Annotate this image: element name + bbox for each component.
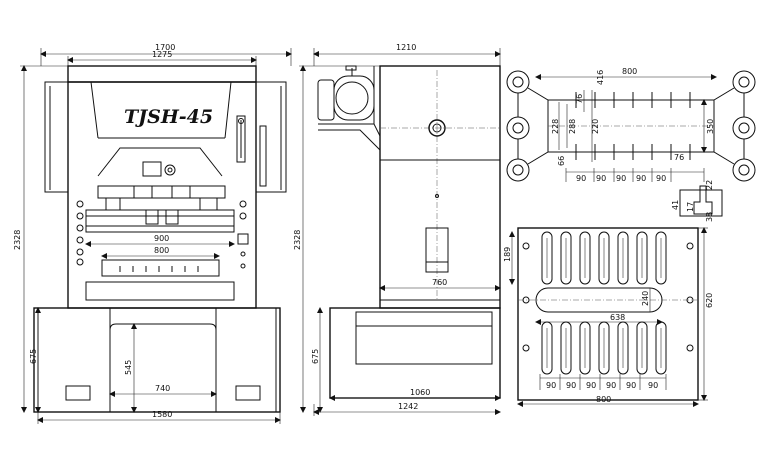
left-control-buttons [76, 200, 84, 266]
slide-pitch-2: 90 [596, 174, 606, 183]
slide-pitch-4: 90 [636, 174, 646, 183]
slide-plan-dim-288: 288 [568, 119, 577, 134]
front-base-width: 1580 [152, 410, 172, 419]
bolster-plan-view: 189 240 638 620 90 90 90 90 90 90 800 [503, 227, 714, 407]
bolster-pitch-6: 90 [648, 381, 658, 390]
slide-plan-dim-416: 416 [596, 70, 605, 85]
front-overall-width: 1700 [155, 43, 175, 52]
front-crown-width: 1275 [152, 50, 172, 59]
slide-plan-dim-76-bottom: 76 [674, 153, 684, 162]
side-top-width: 1210 [396, 43, 416, 52]
detail-dim-38: 38 [705, 212, 714, 222]
slide-plan-dim-350: 350 [706, 119, 715, 134]
side-overall-height: 2328 [293, 230, 302, 250]
front-base-height: 675 [29, 349, 38, 364]
side-base-depth: 1060 [410, 388, 430, 397]
detail-dim-22: 22 [705, 180, 714, 190]
bolster-pitch-4: 90 [606, 381, 616, 390]
slide-plan-dim-66: 66 [557, 156, 566, 166]
front-opening-height: 545 [124, 360, 133, 375]
slide-plan-dim-220: 220 [591, 119, 600, 134]
model-label: TJSH-45 [124, 106, 213, 128]
bolster-depth: 620 [705, 293, 714, 308]
slide-pitch-1: 90 [576, 174, 586, 183]
slide-plan-view: 800 416 [506, 67, 756, 183]
bolster-pitch-5: 90 [626, 381, 636, 390]
side-view: 1210 2328 760 675 1060 [293, 43, 501, 416]
bolster-pitch-3: 90 [586, 381, 596, 390]
detail-dim-41: 41 [671, 200, 680, 210]
slide-pitch-3: 90 [616, 174, 626, 183]
bolster-dim-189: 189 [503, 247, 512, 262]
front-overall-height: 2328 [13, 230, 22, 250]
right-control-buttons [237, 200, 249, 269]
front-slide-width: 800 [154, 246, 169, 255]
side-base-height: 675 [311, 349, 320, 364]
front-view: 1700 1275 2328 TJSH-45 [13, 43, 292, 424]
bolster-pitch-1: 90 [546, 381, 556, 390]
slide-pitch-5: 90 [656, 174, 666, 183]
t-slot-detail: 22 41 17 38 [671, 180, 723, 222]
slide-plan-dim-228: 228 [551, 119, 560, 134]
bolster-dim-638: 638 [610, 313, 625, 322]
front-bolster-width: 900 [154, 234, 169, 243]
front-opening-width: 740 [155, 384, 170, 393]
slide-plan-width: 800 [622, 67, 637, 76]
bolster-width: 800 [596, 395, 611, 404]
side-table-depth: 760 [432, 278, 447, 287]
slide-plan-dim-76-top: 76 [575, 94, 584, 104]
bolster-pitch-2: 90 [566, 381, 576, 390]
bolster-dim-240: 240 [641, 291, 650, 306]
detail-dim-17: 17 [686, 202, 695, 212]
side-overall-depth: 1242 [398, 402, 418, 411]
